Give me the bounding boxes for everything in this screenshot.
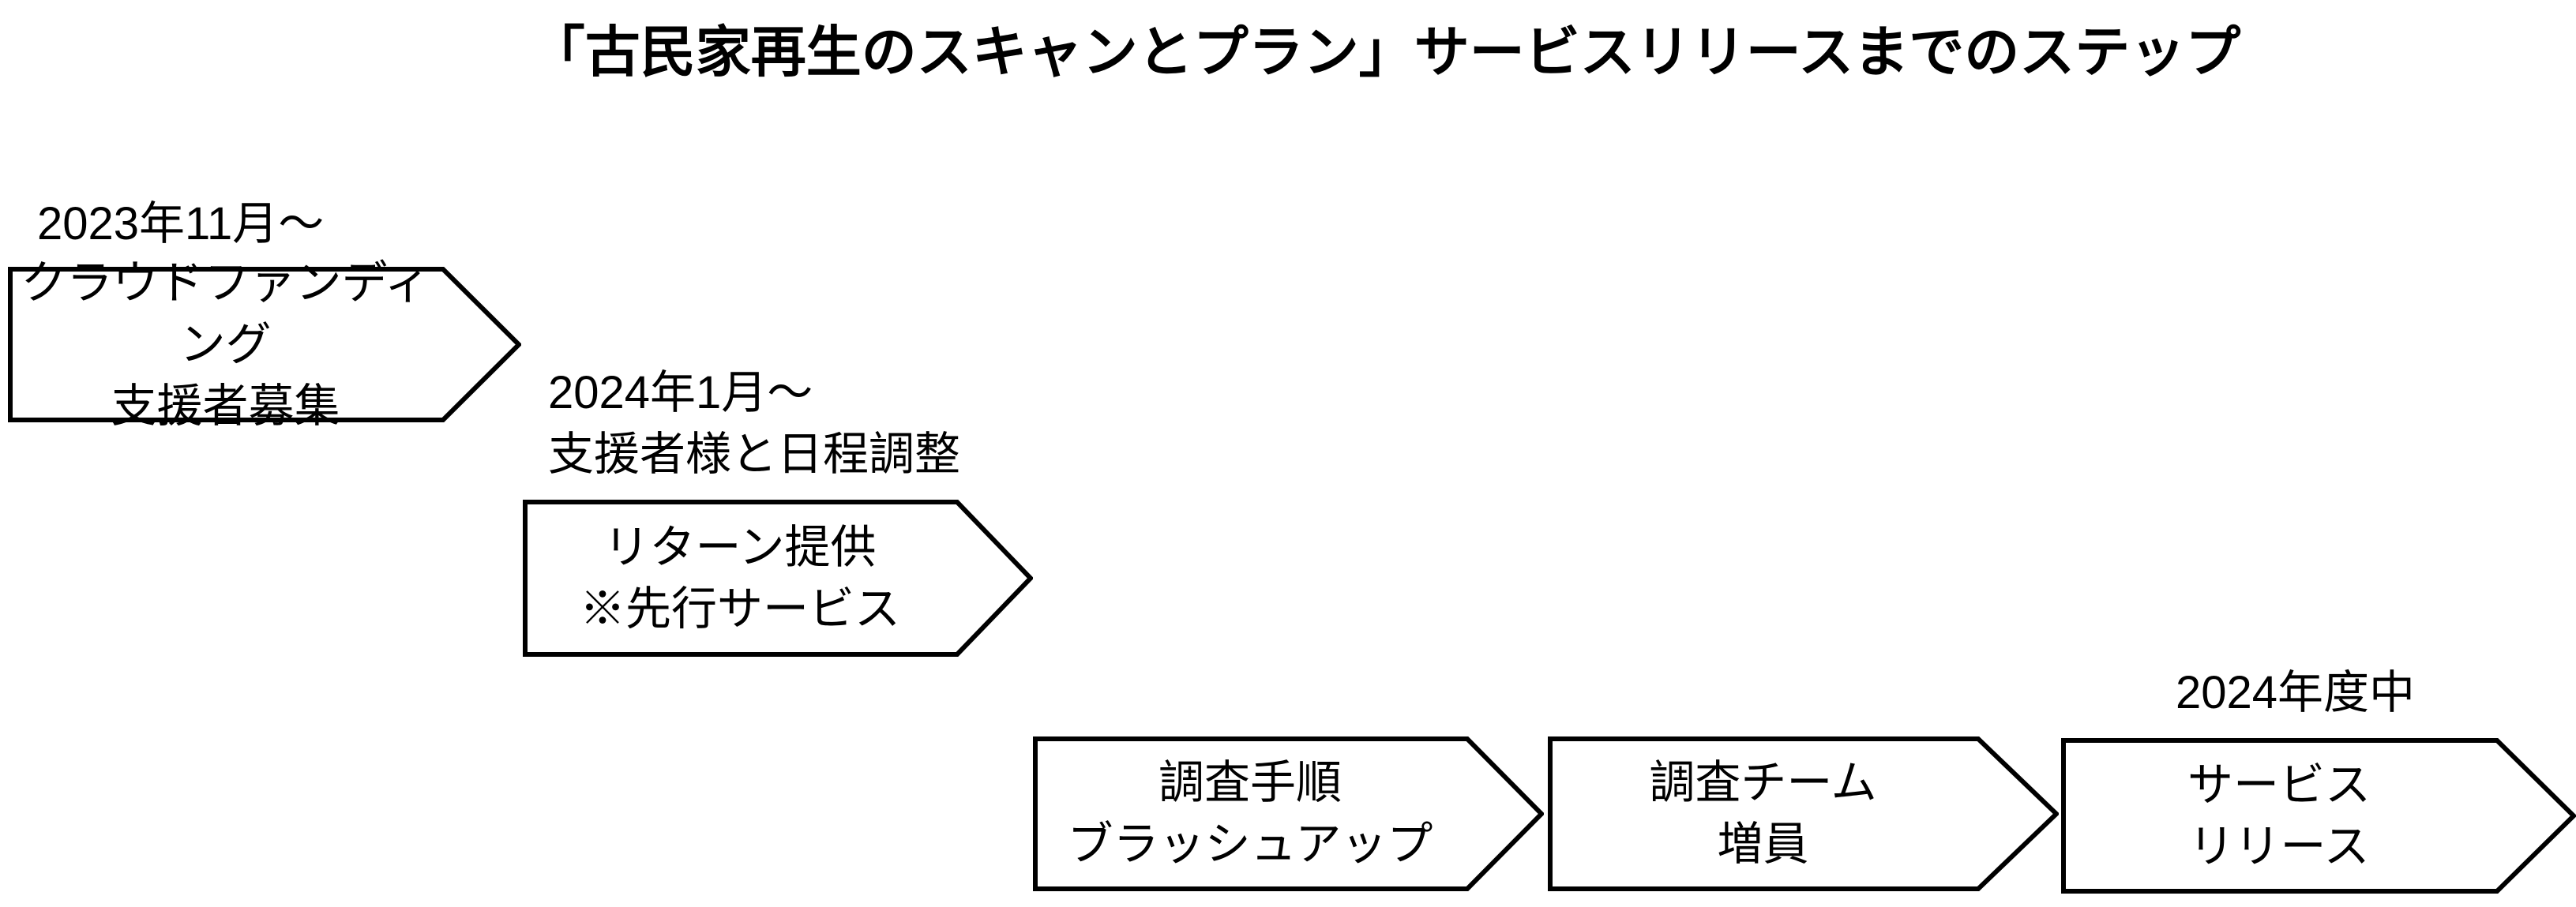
pentagon-arrow-icon xyxy=(8,267,521,422)
step3-text-line1: 調査手順 xyxy=(1158,757,1342,808)
pentagon-arrow-icon xyxy=(1033,736,1544,891)
step5-text-line2: リリース xyxy=(2188,820,2370,872)
step5-date-label: 2024年度中 xyxy=(2176,667,2416,718)
pentagon-arrow-icon xyxy=(523,500,1033,657)
step4-text: 調査チーム 増員 xyxy=(1548,736,1978,891)
step1-arrow: クラウドファンディング 支援者募集 xyxy=(8,257,521,432)
step2-text-line1: リターン提供 xyxy=(603,521,877,573)
step5-text: サービス リリース xyxy=(2061,738,2497,894)
step1-text-line2: 支援者募集 xyxy=(111,380,340,432)
step1-date-label: 2023年11月～ xyxy=(37,198,325,249)
step1-text-line1: クラウドファンディング xyxy=(21,257,430,370)
diagram-title: 「古民家再生のスキャンとプラン」サービスリリースまでのステップ xyxy=(529,21,2241,83)
step5-arrow: サービス リリース xyxy=(2061,738,2576,894)
step2-date-label: 2024年1月～ 支援者様と日程調整 xyxy=(548,367,961,480)
step3-text-line2: ブラッシュアップ xyxy=(1067,819,1433,870)
step1-text: クラウドファンディング 支援者募集 xyxy=(8,257,443,432)
step4-arrow: 調査チーム 増員 xyxy=(1548,736,2059,891)
step5-text-line1: サービス xyxy=(2187,759,2371,811)
step2-text-line2: ※先行サービス xyxy=(579,583,900,635)
step3-arrow: 調査手順 ブラッシュアップ xyxy=(1033,736,1544,891)
step3-text: 調査手順 ブラッシュアップ xyxy=(1033,736,1467,891)
step4-text-line2: 増員 xyxy=(1717,819,1809,870)
pentagon-arrow-icon xyxy=(2061,738,2576,894)
step2-text: リターン提供 ※先行サービス xyxy=(523,500,957,657)
step2-arrow: リターン提供 ※先行サービス xyxy=(523,500,1033,657)
pentagon-arrow-icon xyxy=(1548,736,2059,891)
step4-text-line1: 調査チーム xyxy=(1649,757,1877,808)
